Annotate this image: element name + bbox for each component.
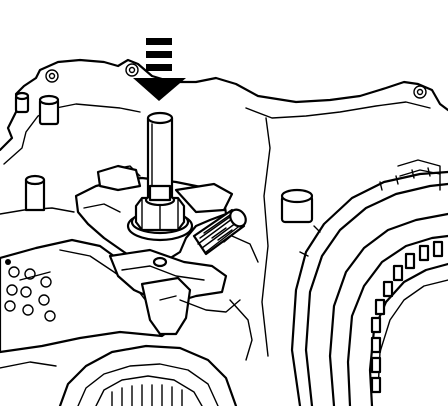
case-bosses-left: [14, 91, 60, 212]
drum-splines: [370, 240, 444, 394]
detent-plate: [108, 248, 228, 336]
accumulator-bolt-pattern: [4, 259, 56, 322]
direction-arrow-icon: [133, 38, 186, 101]
drum-edge-marks: [299, 167, 431, 257]
flange-bolt-holes: [45, 63, 427, 99]
return-spring: [192, 208, 247, 256]
lower-bore: [58, 344, 238, 406]
case-bosses-right: [280, 159, 441, 224]
lower-case-lines: [0, 235, 259, 369]
hex-nut: [126, 184, 194, 242]
clutch-drum: [290, 170, 448, 406]
